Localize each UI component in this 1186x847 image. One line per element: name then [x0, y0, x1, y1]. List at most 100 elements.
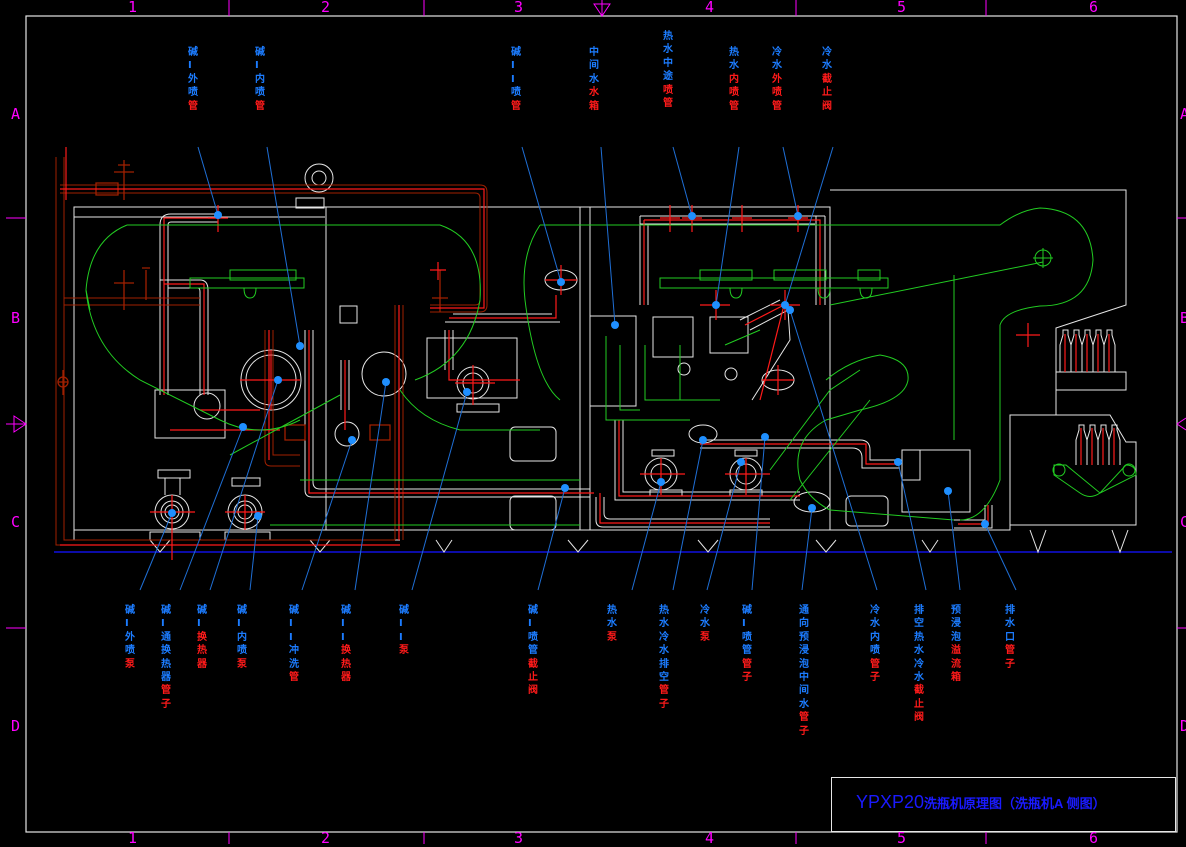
- label-red-part: 换热器: [341, 645, 351, 684]
- grid-row-B-right: B: [1180, 309, 1186, 327]
- alkali-1-heat-exchanger-pipe-leader-line: [179, 426, 244, 591]
- pre-soak-overflow-tank-leader-dot: [944, 487, 952, 495]
- grid-column-2-top: 2: [321, 0, 331, 16]
- grid-column-1-bottom: 1: [128, 829, 138, 847]
- cold-water-stop-valve-leader-dot: [781, 301, 789, 309]
- label-blue-part: 冷水: [822, 47, 832, 72]
- title-code: YPXP20: [856, 792, 925, 812]
- label-red-part: 水箱: [589, 87, 599, 112]
- title-description: 洗瓶机原理图（洗瓶机A 侧图）: [924, 796, 1106, 811]
- alkali-1-inner-spray-pipe-leader-line: [266, 146, 301, 347]
- grid-column-2-bottom: 2: [321, 829, 331, 847]
- label-drain-hot-cold-water-stop-valve: 排空热水冷水截止阀: [914, 604, 924, 725]
- alkali-1-inner-spray-pipe-leader-dot: [296, 342, 304, 350]
- pre-soak-intermediate-water-pipe-leader-line: [801, 507, 813, 591]
- grid-column-5-bottom: 5: [897, 829, 907, 847]
- grid-row-A-left: A: [11, 105, 21, 123]
- label-blue-part: 热水: [729, 47, 739, 72]
- label-blue-part: 热水: [607, 605, 617, 630]
- alkali-1-heat-exchanger-pipe-leader-dot: [239, 423, 247, 431]
- label-red-part: 泵: [399, 645, 409, 657]
- alkali-1-inner-spray-pump-leader-line: [249, 515, 259, 591]
- cold-water-pump-leader-line: [706, 461, 742, 591]
- alkali-2-flush-pipe-leader-line: [301, 439, 353, 591]
- label-red-part: 截止阀: [822, 73, 832, 112]
- label-blue-part: 通向预浸泡中间水: [799, 605, 809, 710]
- grid-column-4-bottom: 4: [705, 829, 715, 847]
- label-cold-water-inner-spray-pipe: 冷水内喷管子: [870, 604, 880, 684]
- alkali-1-heat-exchanger-leader-line: [209, 379, 279, 591]
- machine-body-outline: [73, 163, 1137, 554]
- alkali-1-outer-spray-pipe-leader-line: [197, 146, 219, 216]
- alkali-1-spray-pipe-tube-leader-line: [751, 436, 766, 591]
- cold-water-pump-leader-dot: [737, 458, 745, 466]
- alkali-1-inner-spray-pump-leader-dot: [254, 512, 262, 520]
- label-pre-soak-overflow-tank: 预浸泡溢流箱: [951, 604, 961, 684]
- alkali-2-heat-exchanger-leader-line: [354, 381, 387, 591]
- pre-soak-intermediate-water-pipe-leader-dot: [808, 504, 816, 512]
- alkali-2-spray-pipe-leader-dot: [557, 278, 565, 286]
- alkali-2-pump-leader-dot: [463, 388, 471, 396]
- label-blue-part: 热水中途: [663, 31, 673, 83]
- label-drain-outlet-pipe: 排水口管子: [1005, 604, 1015, 671]
- label-red-part: 内喷管: [729, 73, 739, 112]
- conveyor-chain-green: [85, 207, 1137, 526]
- cold-water-outer-spray-pipe-leader-dot: [794, 212, 802, 220]
- label-red-part: 管子: [742, 658, 752, 684]
- cold-water-stop-valve-leader-line: [784, 146, 834, 306]
- drawing-title: YPXP20洗瓶机原理图（洗瓶机A 侧图）: [856, 792, 1106, 813]
- drain-outlet-pipe-leader-line: [984, 523, 1017, 591]
- cold-water-inner-spray-pipe-leader-dot: [786, 306, 794, 314]
- label-red-part: 管: [511, 100, 521, 112]
- label-red-part: 泵: [125, 658, 135, 670]
- alkali-2-spray-pipe-leader-line: [521, 146, 562, 283]
- leader-lines: [139, 146, 1017, 591]
- label-red-part: 截止阀: [528, 658, 538, 697]
- alkali-1-heat-exchanger-leader-dot: [274, 376, 282, 384]
- drain-hot-cold-water-stop-valve-leader-line: [897, 461, 927, 591]
- label-blue-part: 预浸泡: [951, 605, 961, 643]
- grid-row-D-right: D: [1180, 717, 1186, 735]
- drain-outlet-pipe-leader-dot: [981, 520, 989, 528]
- grid-row-D-left: D: [11, 717, 21, 735]
- label-blue-part: 排空热水冷水: [914, 605, 924, 684]
- alkali-1-outer-spray-pump-leader-dot: [168, 509, 176, 517]
- cold-water-inner-spray-pipe-leader-line: [789, 309, 878, 591]
- hot-water-pump-leader-line: [631, 481, 662, 591]
- title-block: YPXP20洗瓶机原理图（洗瓶机A 侧图）: [831, 777, 1176, 832]
- alkali-2-pump-leader-line: [411, 391, 468, 591]
- label-red-part: 管子: [870, 658, 880, 684]
- label-hot-cold-water-drain-pipe: 热水冷水排空管子: [659, 604, 669, 711]
- label-red-part: 管子: [161, 685, 171, 710]
- label-cold-water-outer-spray-pipe: 冷水外喷管: [772, 46, 782, 113]
- alkali-1-outer-spray-pipe-leader-dot: [214, 211, 222, 219]
- alkali-1-spray-pipe-stop-valve-leader-dot: [561, 484, 569, 492]
- label-red-part: 管: [255, 100, 265, 112]
- intermediate-water-tank-leader-line: [600, 146, 616, 326]
- hot-water-midway-spray-pipe-leader-line: [672, 146, 693, 217]
- label-red-part: 泵: [607, 631, 617, 643]
- intermediate-water-tank-leader-dot: [611, 321, 619, 329]
- alkali-2-heat-exchanger-leader-dot: [382, 378, 390, 386]
- label-red-part: 换热器: [197, 631, 207, 670]
- label-hot-water-pump: 热水泵: [607, 604, 617, 644]
